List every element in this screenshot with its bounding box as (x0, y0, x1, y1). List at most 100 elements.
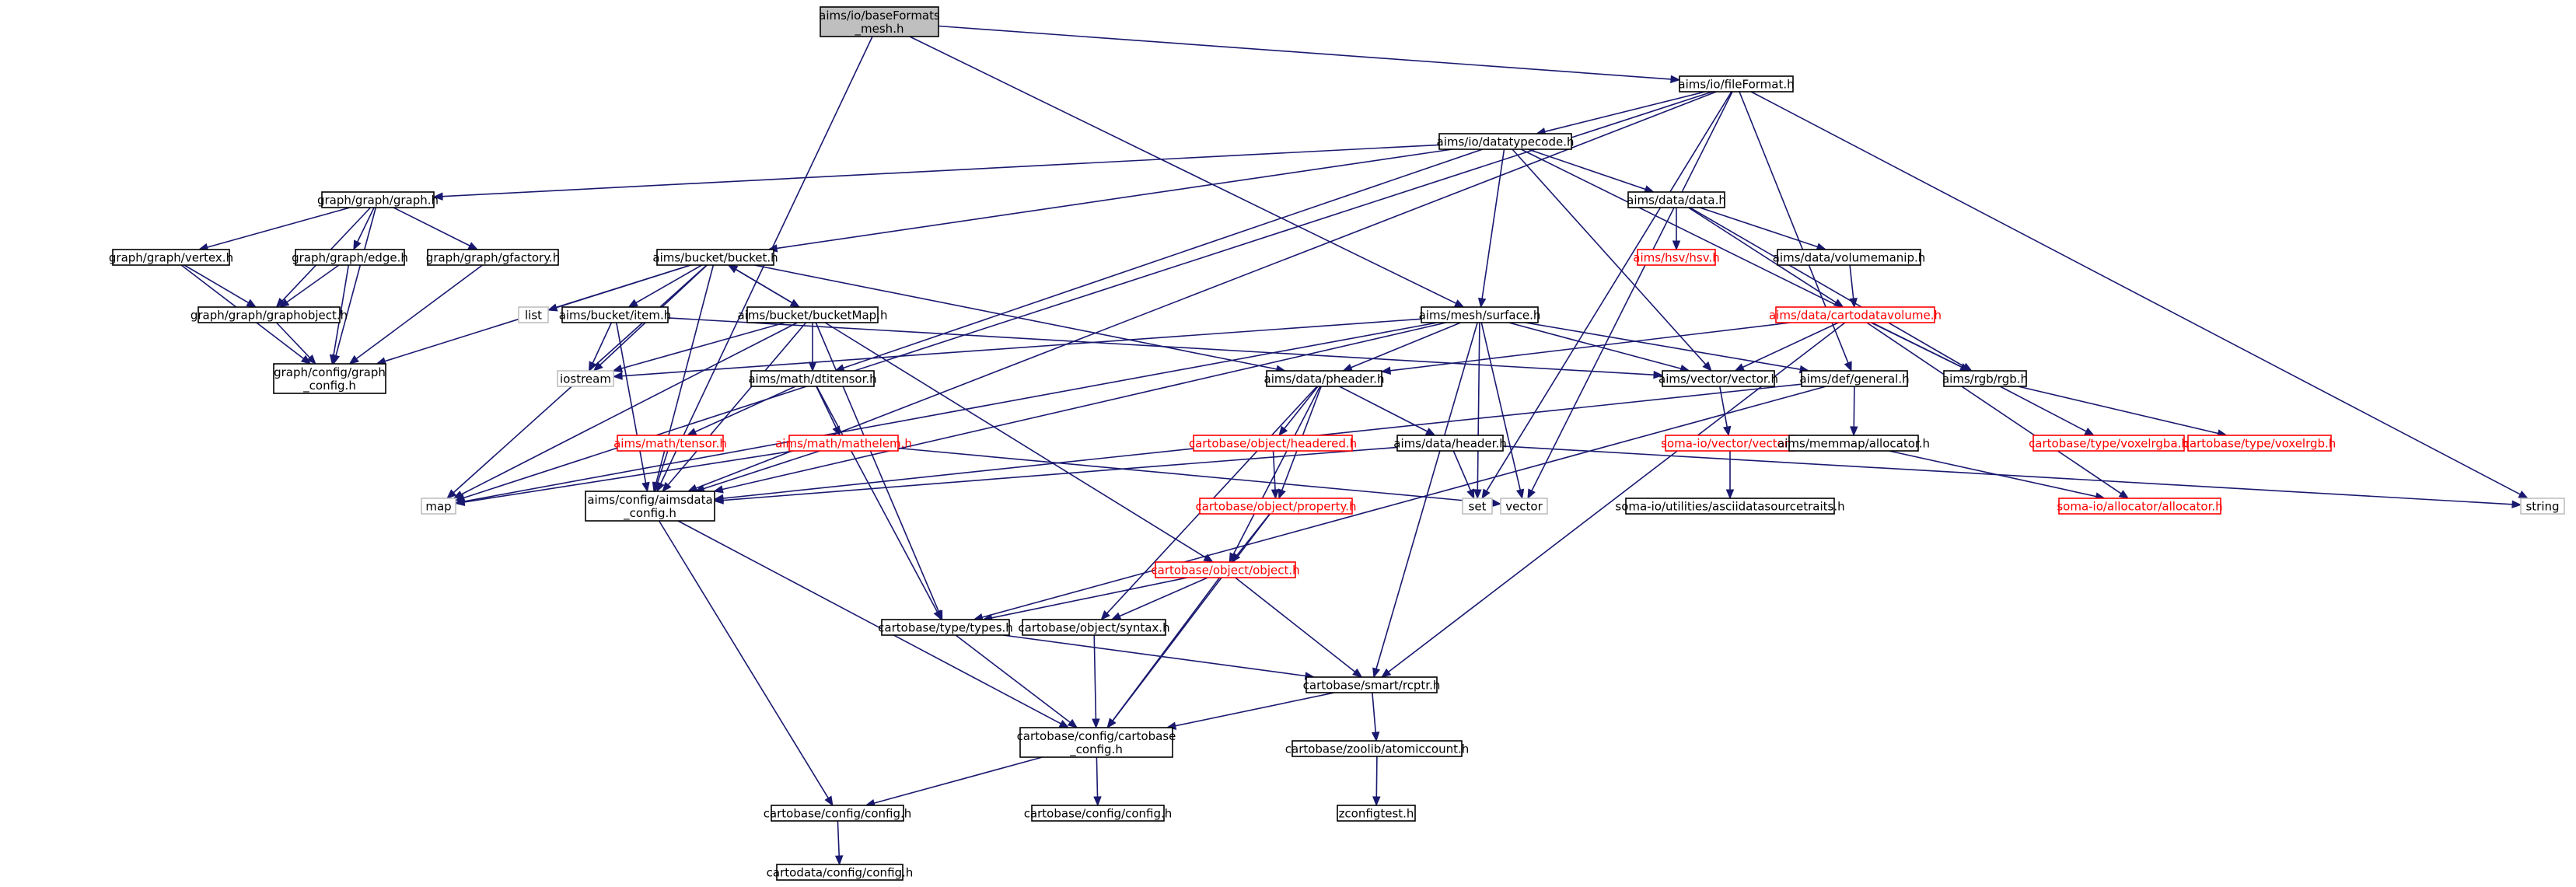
node-bucket[interactable]: aims/bucket/bucket.h (652, 249, 778, 266)
node-box (1775, 306, 1935, 323)
node-label: aims/io/fileFormat.h (1678, 78, 1794, 92)
arrow-head-icon (713, 496, 724, 505)
edge-line (776, 148, 1452, 250)
node-box (1199, 498, 1353, 515)
edge-line (656, 450, 669, 484)
edge-header-to-aimsdata (713, 446, 1398, 505)
node-syntax[interactable]: cartobase/object/syntax.h (1018, 619, 1170, 636)
node-box (1662, 370, 1775, 387)
edge-root-to-surface (909, 36, 1465, 308)
node-box (2032, 435, 2185, 452)
node-vertex[interactable]: graph/graph/vertex.h (109, 249, 233, 266)
node-zconfigtest[interactable]: zconfigtest.h (1337, 805, 1416, 822)
edge-line (1284, 386, 1319, 429)
arrow-head-icon (2084, 428, 2095, 436)
node-set[interactable]: set (1462, 498, 1493, 515)
node-box (557, 370, 614, 387)
edge-surface-to-vvector (1508, 322, 1690, 373)
edge-line (1849, 264, 1854, 299)
node-gfactory[interactable]: graph/graph/gfactory.h (426, 249, 560, 266)
node-label: soma-io/utilities/asciidatasourcetraits.… (1615, 500, 1844, 514)
node-label: aims/data/data.h (1627, 194, 1726, 208)
node-voxelrgba[interactable]: cartobase/type/voxelrgba.h (2029, 435, 2189, 452)
edge-line (1093, 634, 1097, 720)
node-root[interactable]: aims/io/baseFormats_mesh.h (819, 6, 940, 37)
edge-line (1112, 577, 1221, 721)
node-pheader[interactable]: aims/data/pheader.h (1264, 370, 1385, 387)
node-label: graph/graph/vertex.h (109, 251, 233, 265)
arrow-head-icon (353, 239, 362, 251)
node-rcptr[interactable]: cartobase/smart/rcptr.h (1303, 676, 1441, 693)
node-header[interactable]: aims/data/header.h (1393, 435, 1507, 452)
edge-cartovol-to-rgb (1871, 322, 1970, 372)
edge-line (695, 91, 1717, 489)
edge-line (1688, 207, 1837, 303)
node-config2[interactable]: cartobase/config/config.h (1024, 805, 1173, 822)
node-property[interactable]: cartobase/object/property.h (1195, 498, 1357, 515)
node-cartoconfig[interactable]: cartobase/config/cartobase_config.h (1017, 727, 1176, 758)
node-vvector[interactable]: aims/vector/vector.h (1658, 370, 1778, 387)
edge-line (1871, 322, 1963, 368)
node-asciitraits[interactable]: soma-io/utilities/asciidatasourcetraits.… (1615, 498, 1845, 515)
node-gconfig[interactable]: graph/config/graph_config.h (273, 363, 386, 394)
node-cartodataconfig[interactable]: cartodata/config/config.h (767, 864, 914, 881)
node-somaalloc[interactable]: soma-io/allocator/allocator.h (2057, 498, 2223, 515)
node-bucketMap[interactable]: aims/bucket/bucketMap.h (738, 306, 888, 323)
edge-surface-to-map (454, 322, 1438, 506)
arrow-head-icon (1381, 668, 1392, 678)
arrow-head-icon (453, 491, 464, 499)
edge-line (667, 322, 807, 486)
node-datatypecode[interactable]: aims/io/datatypecode.h (1437, 133, 1575, 150)
node-graphobject[interactable]: graph/graph/graphobject.h (190, 306, 348, 323)
node-box (1421, 306, 1539, 323)
node-box (295, 249, 405, 266)
node-string[interactable]: string (2520, 498, 2565, 515)
node-map[interactable]: map (421, 498, 456, 515)
node-aimsdata[interactable]: aims/config/aimsdata_config.h (585, 491, 715, 522)
node-label: cartobase/config/cartobase (1017, 729, 1176, 743)
node-datah[interactable]: aims/data/data.h (1627, 191, 1726, 208)
edge-line (815, 322, 940, 613)
node-box (561, 306, 669, 323)
node-hsv[interactable]: aims/hsv/hsv.h (1633, 249, 1720, 266)
node-mathelem[interactable]: aims/math/mathelem.h (775, 435, 912, 452)
node-fileFormat[interactable]: aims/io/fileFormat.h (1678, 75, 1795, 93)
node-ggraph[interactable]: graph/graph/graph.h (317, 191, 439, 208)
node-rgb[interactable]: aims/rgb/rgb.h (1942, 370, 2028, 387)
node-general[interactable]: aims/def/general.h (1799, 370, 1910, 387)
node-voxelrgb[interactable]: cartobase/type/voxelrgb.h (2183, 435, 2337, 452)
node-headered[interactable]: cartobase/object/headered.h (1189, 435, 1357, 452)
edge-fileFormat-to-vector (1527, 91, 1733, 500)
node-tensor[interactable]: aims/math/tensor.h (613, 435, 727, 452)
node-cartovol[interactable]: aims/data/cartodatavolume.h (1769, 306, 1942, 323)
edge-line (658, 520, 829, 799)
edge-line (1375, 756, 1378, 798)
node-iostream[interactable]: iostream (557, 370, 614, 387)
node-list[interactable]: list (518, 306, 549, 323)
edge-line (873, 756, 1043, 804)
arrow-head-icon (348, 354, 359, 365)
edge-general-to-mmalloc (1850, 386, 1858, 437)
node-mmalloc[interactable]: aims/memmap/allocator.h (1777, 435, 1930, 452)
edge-line (722, 322, 1446, 491)
node-box (750, 370, 875, 387)
node-surface[interactable]: aims/mesh/surface.h (1419, 306, 1541, 323)
edge-object-to-cartoconfig (1106, 577, 1221, 729)
node-bitem[interactable]: aims/bucket/item.h (559, 306, 672, 323)
edge-line (1689, 207, 1965, 368)
node-box (1266, 370, 1382, 387)
node-dtitensor[interactable]: aims/math/dtitensor.h (748, 370, 877, 387)
node-object[interactable]: cartobase/object/object.h (1151, 561, 1300, 578)
node-atomiccount[interactable]: cartobase/zoolib/atomiccount.h (1285, 740, 1469, 757)
node-vector[interactable]: vector (1500, 498, 1548, 515)
node-box (617, 435, 724, 452)
node-types[interactable]: cartobase/type/types.h (878, 619, 1013, 636)
node-edgeh[interactable]: graph/graph/edge.h (292, 249, 408, 266)
node-config1[interactable]: cartobase/config/config.h (764, 805, 912, 822)
node-box (1193, 435, 1353, 452)
arrow-head-icon (329, 354, 338, 365)
node-label: graph/graph/graph.h (317, 194, 439, 208)
node-label: set (1469, 500, 1487, 514)
node-label: graph/graph/edge.h (292, 251, 408, 265)
node-volmanip[interactable]: aims/data/volumemanip.h (1773, 249, 1926, 266)
